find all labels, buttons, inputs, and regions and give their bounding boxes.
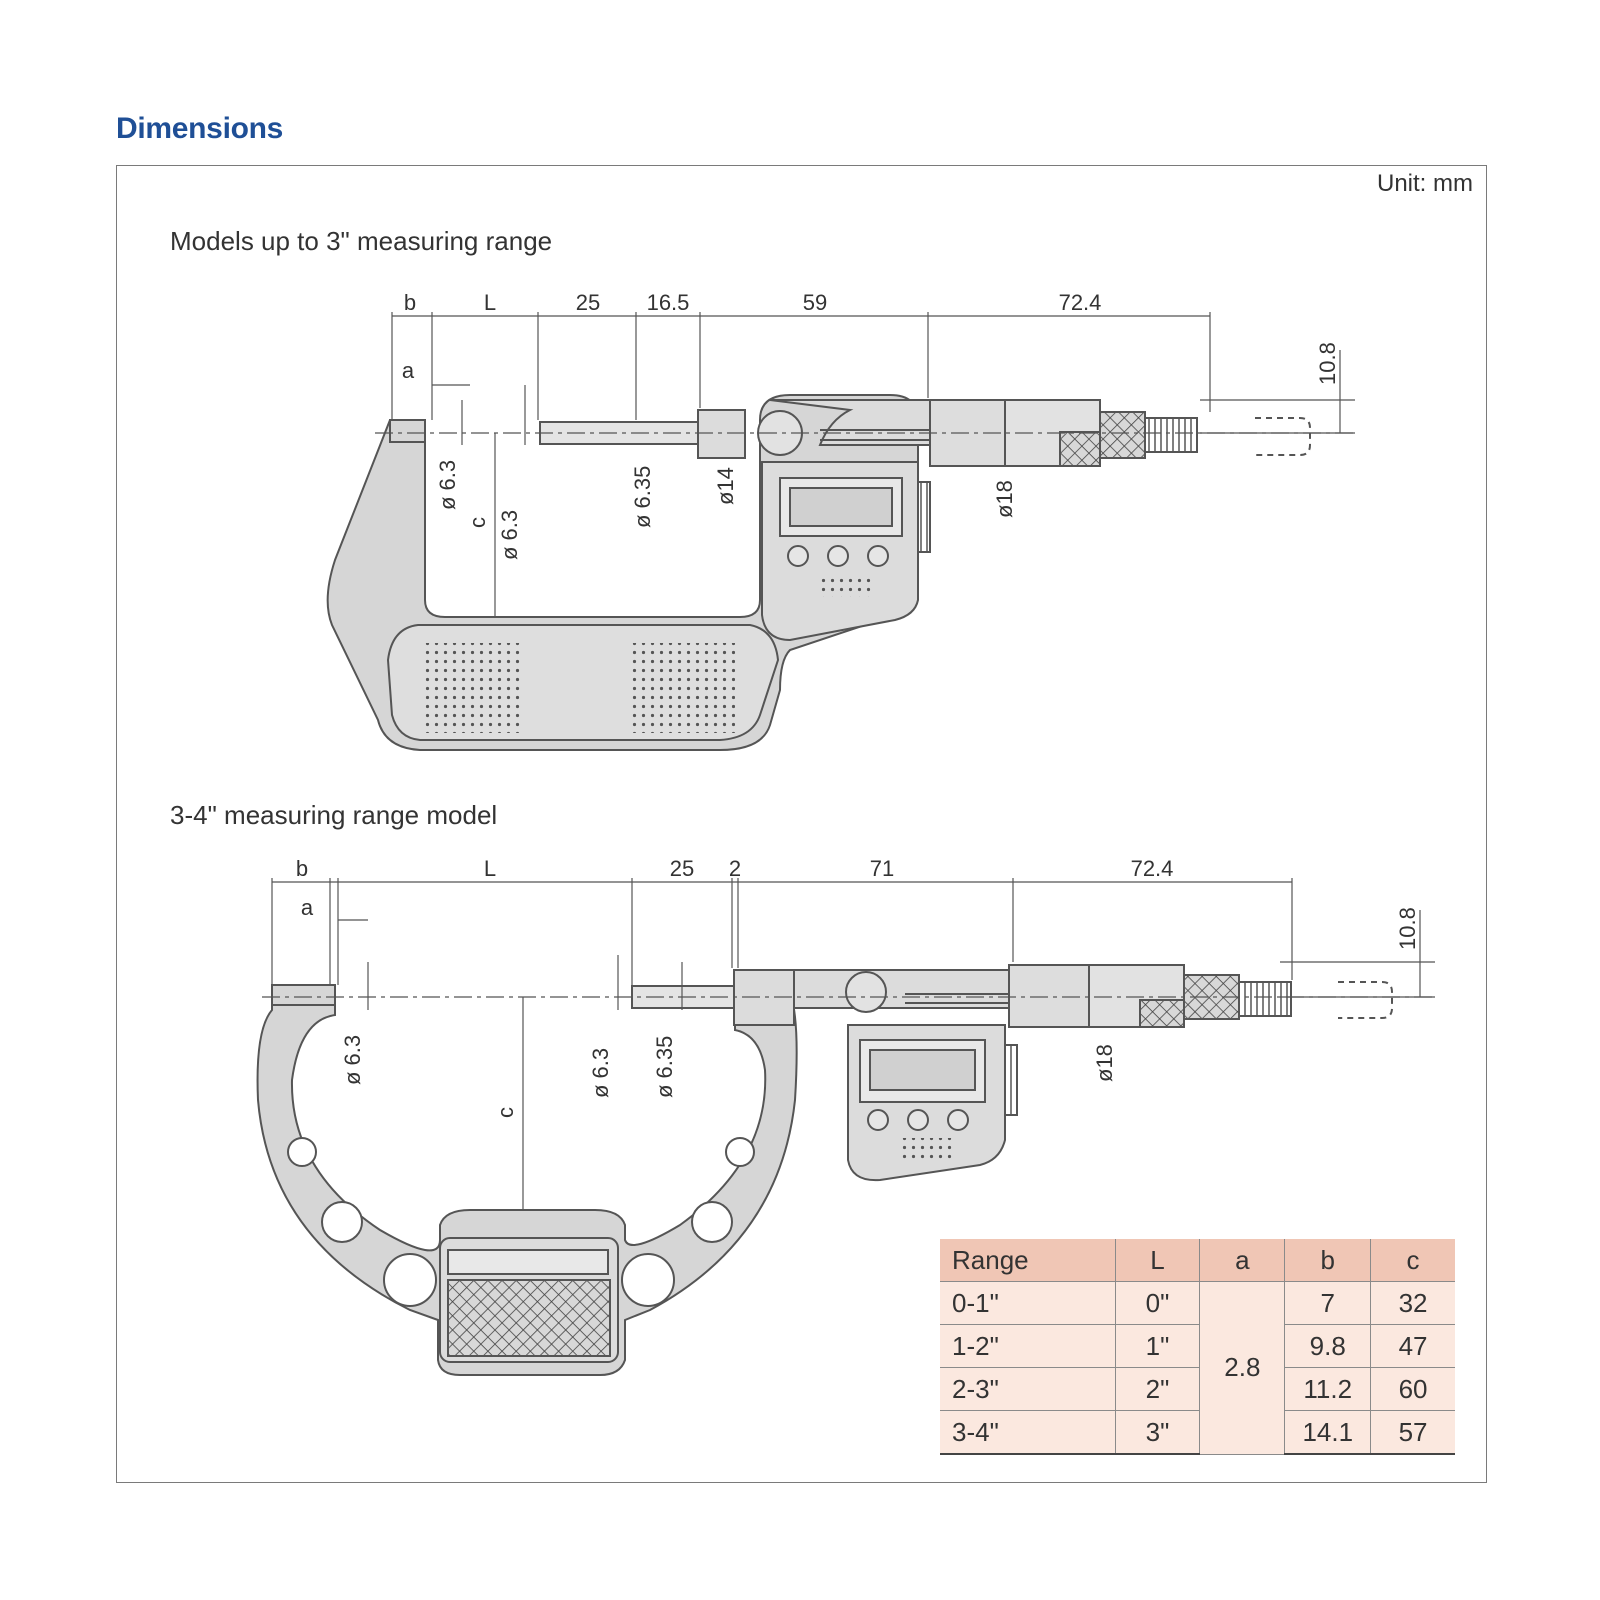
cell-c: 60 bbox=[1370, 1367, 1455, 1411]
model2-dim-phi6-3-spindle: ø 6.3 bbox=[588, 1048, 613, 1098]
model2-dim-phi18: ø18 bbox=[1092, 1044, 1117, 1082]
header-a: a bbox=[1199, 1239, 1286, 1282]
cell-c: 57 bbox=[1370, 1410, 1455, 1455]
model2-dim-71: 71 bbox=[870, 856, 894, 881]
model1-dim-L: L bbox=[484, 290, 496, 315]
cell-L: 0" bbox=[1115, 1281, 1201, 1325]
model1-dim-a: a bbox=[402, 358, 415, 383]
model2-dim-phi6-35: ø 6.35 bbox=[652, 1036, 677, 1098]
model2-dim-c: c bbox=[493, 1107, 518, 1118]
cell-a-merged: 2.8 bbox=[1199, 1281, 1286, 1455]
cell-range: 1-2" bbox=[940, 1324, 1116, 1368]
model1-dim-phi6-3-anvil: ø 6.3 bbox=[435, 460, 460, 510]
spec-table-header-row: Range L a b c bbox=[940, 1239, 1455, 1282]
cell-L: 3" bbox=[1115, 1410, 1201, 1455]
unit-label: Unit: mm bbox=[1377, 170, 1473, 197]
model2-dim-25: 25 bbox=[670, 856, 694, 881]
model2-dim-b: b bbox=[296, 856, 308, 881]
section-title: Dimensions bbox=[116, 112, 284, 145]
table-row: 3-4" 3" 14.1 57 bbox=[940, 1410, 1455, 1455]
cell-range: 3-4" bbox=[940, 1410, 1116, 1455]
model1-dim-c: c bbox=[465, 517, 490, 528]
cell-b: 14.1 bbox=[1284, 1410, 1372, 1455]
header-b: b bbox=[1284, 1239, 1372, 1282]
model2-drawing bbox=[256, 964, 1393, 1376]
cell-range: 0-1" bbox=[940, 1281, 1116, 1325]
model1-drawing bbox=[326, 394, 1311, 751]
diagram-frame bbox=[116, 165, 1487, 1483]
model1-dim-phi18: ø18 bbox=[992, 480, 1017, 518]
cell-L: 2" bbox=[1115, 1367, 1201, 1411]
model2-dim-a: a bbox=[301, 895, 314, 920]
cell-c: 47 bbox=[1370, 1324, 1455, 1368]
model1-dim-phi6-35: ø 6.35 bbox=[630, 466, 655, 528]
model2-title: 3-4" measuring range model bbox=[170, 800, 498, 830]
model2-dim-phi6-3-anvil: ø 6.3 bbox=[340, 1035, 365, 1085]
cell-L: 1" bbox=[1115, 1324, 1201, 1368]
model2-dimension-lines bbox=[262, 878, 1435, 1210]
model1-dim-16-5: 16.5 bbox=[647, 290, 690, 315]
model1-dimension-labels: b L 25 16.5 59 72.4 a 10.8 ø 6.3 c ø 6.3… bbox=[402, 290, 1340, 560]
model2-dim-72-4: 72.4 bbox=[1131, 856, 1174, 881]
cell-b: 11.2 bbox=[1284, 1367, 1372, 1411]
header-c: c bbox=[1370, 1239, 1455, 1282]
model2-dim-10-8: 10.8 bbox=[1395, 907, 1420, 950]
header-L: L bbox=[1115, 1239, 1201, 1282]
model2-dim-L: L bbox=[484, 856, 496, 881]
table-row: 2-3" 2" 11.2 60 bbox=[940, 1367, 1455, 1411]
model1-dim-59: 59 bbox=[803, 290, 827, 315]
model2-dim-2: 2 bbox=[729, 856, 741, 881]
header-range: Range bbox=[940, 1239, 1116, 1282]
model1-dim-10-8: 10.8 bbox=[1315, 342, 1340, 385]
model1-dimension-lines bbox=[375, 312, 1355, 616]
model1-dim-25: 25 bbox=[576, 290, 600, 315]
model2-dimension-labels: b L 25 2 71 72.4 a 10.8 ø 6.3 c ø 6.3 ø … bbox=[296, 856, 1420, 1118]
table-row: 1-2" 1" 9.8 47 bbox=[940, 1324, 1455, 1368]
cell-b: 9.8 bbox=[1284, 1324, 1372, 1368]
cell-b: 7 bbox=[1284, 1281, 1372, 1325]
model1-dim-72-4: 72.4 bbox=[1059, 290, 1102, 315]
model1-dim-phi14: ø14 bbox=[713, 467, 738, 505]
model1-dim-b: b bbox=[404, 290, 416, 315]
cell-c: 32 bbox=[1370, 1281, 1455, 1325]
model1-dim-phi6-3-spindle: ø 6.3 bbox=[497, 510, 522, 560]
model1-title: Models up to 3" measuring range bbox=[170, 226, 553, 256]
cell-range: 2-3" bbox=[940, 1367, 1116, 1411]
spec-table: Range L a b c 0-1" 0" 2.8 7 32 1-2" 1" 9… bbox=[940, 1239, 1455, 1455]
table-row: 0-1" 0" 2.8 7 32 bbox=[940, 1281, 1455, 1455]
